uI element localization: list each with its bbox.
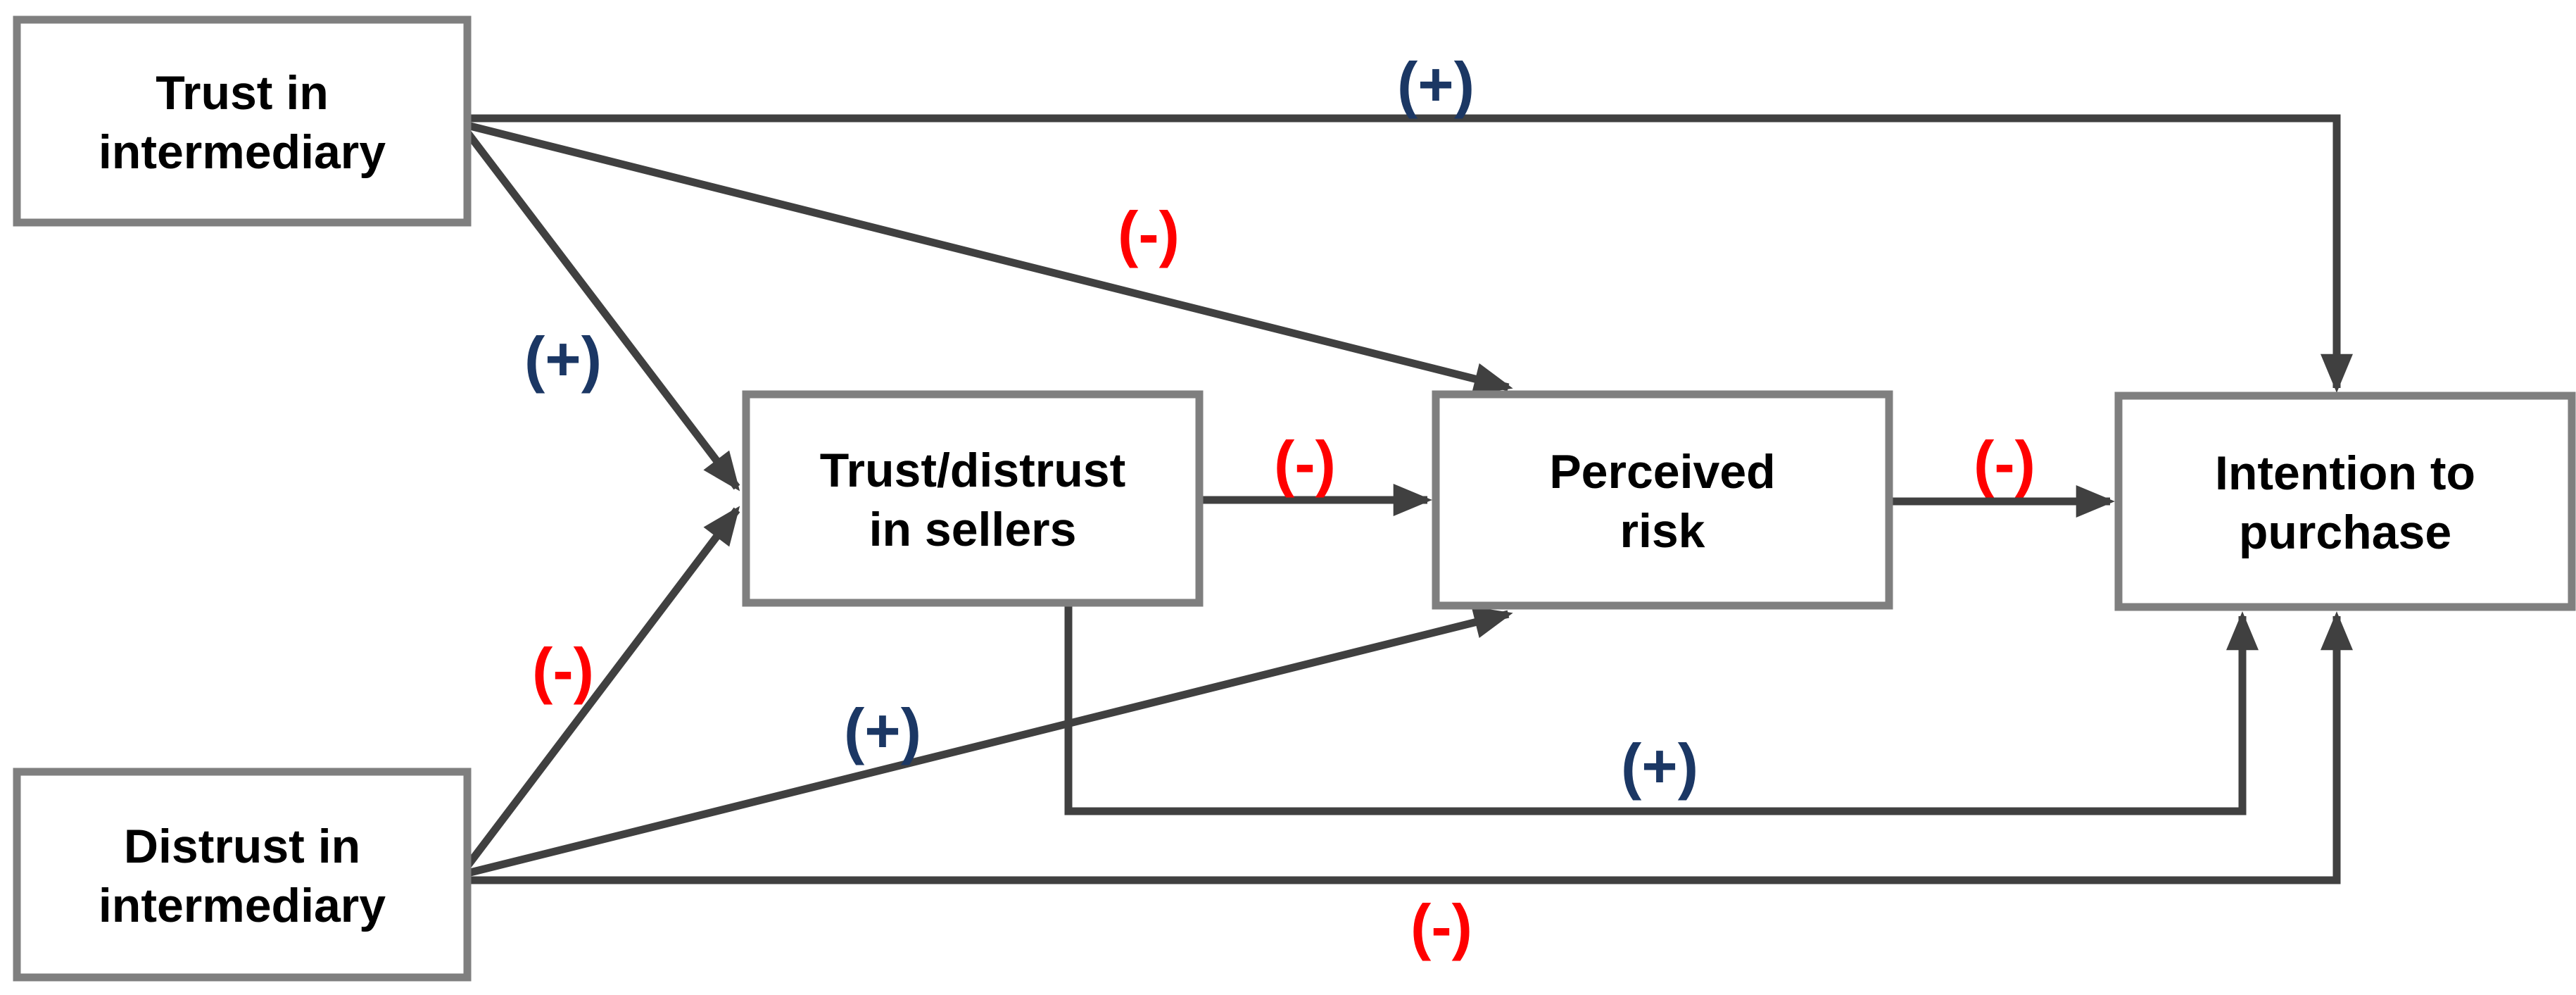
- edge-sign-distrust-to-sellers: (-): [532, 635, 594, 705]
- perceived-risk-label-line1: Perceived: [1549, 445, 1775, 499]
- perceived-risk-label-line2: risk: [1620, 504, 1705, 558]
- node-intention-purchase: Intention to purchase: [2114, 392, 2576, 611]
- edge-signs-layer: (+) (-) (+) (-) (+) (-) (-) (+) (-): [524, 49, 2035, 961]
- intention-purchase-label-line2: purchase: [2239, 506, 2451, 559]
- edge-sign-perceived-risk-to-intention: (-): [1974, 428, 2035, 498]
- node-trust-intermediary: Trust in intermediary: [13, 15, 472, 227]
- intention-purchase-label-line1: Intention to: [2215, 446, 2475, 500]
- edge-distrust-intermediary-to-intention-purchase: [467, 611, 2353, 884]
- trust-distrust-sellers-box: [742, 390, 1204, 607]
- edge-trust-distrust-sellers-to-intention-purchase: [1064, 603, 2259, 815]
- trust-distrust-sellers-label-line1: Trust/distrust: [820, 444, 1126, 497]
- edge-distrust-intermediary-to-trust-distrust-sellers: [464, 506, 740, 869]
- trust-intermediary-label-line1: Trust in: [156, 66, 329, 120]
- node-distrust-intermediary: Distrust in intermediary: [13, 768, 472, 982]
- edge-sign-trust-to-sellers: (+): [524, 324, 602, 394]
- edge-sign-sellers-to-perceived-risk: (-): [1274, 428, 1336, 498]
- edge-sign-distrust-to-intention: (-): [1410, 891, 1472, 961]
- distrust-intermediary-label-line1: Distrust in: [124, 820, 360, 873]
- edge-sign-sellers-to-intention: (+): [1621, 731, 1698, 801]
- edge-sign-trust-to-intention: (+): [1397, 49, 1475, 119]
- edge-trust-intermediary-to-trust-distrust-sellers: [464, 130, 740, 492]
- nodes-layer: Trust in intermediary Distrust in interm…: [13, 15, 2576, 982]
- edge-trust-intermediary-to-intention-purchase: [467, 114, 2353, 393]
- intention-purchase-box: [2114, 392, 2576, 611]
- node-trust-distrust-sellers: Trust/distrust in sellers: [742, 390, 1204, 607]
- edges-layer: [464, 114, 2353, 884]
- edge-trust-intermediary-to-perceived-risk: [466, 121, 1513, 395]
- distrust-intermediary-label-line2: intermediary: [99, 879, 386, 932]
- perceived-risk-box: [1432, 390, 1893, 610]
- edge-sign-trust-to-perceived-risk: (-): [1118, 199, 1180, 268]
- trust-distrust-sellers-label-line2: in sellers: [869, 503, 1077, 556]
- trust-intermediary-label-line2: intermediary: [99, 125, 386, 179]
- trust-intermediary-box: [13, 15, 472, 227]
- distrust-intermediary-box: [13, 768, 472, 982]
- edge-distrust-intermediary-to-perceived-risk: [466, 606, 1513, 877]
- node-perceived-risk: Perceived risk: [1432, 390, 1893, 610]
- edge-sign-distrust-to-perceived-risk: (+): [844, 696, 921, 765]
